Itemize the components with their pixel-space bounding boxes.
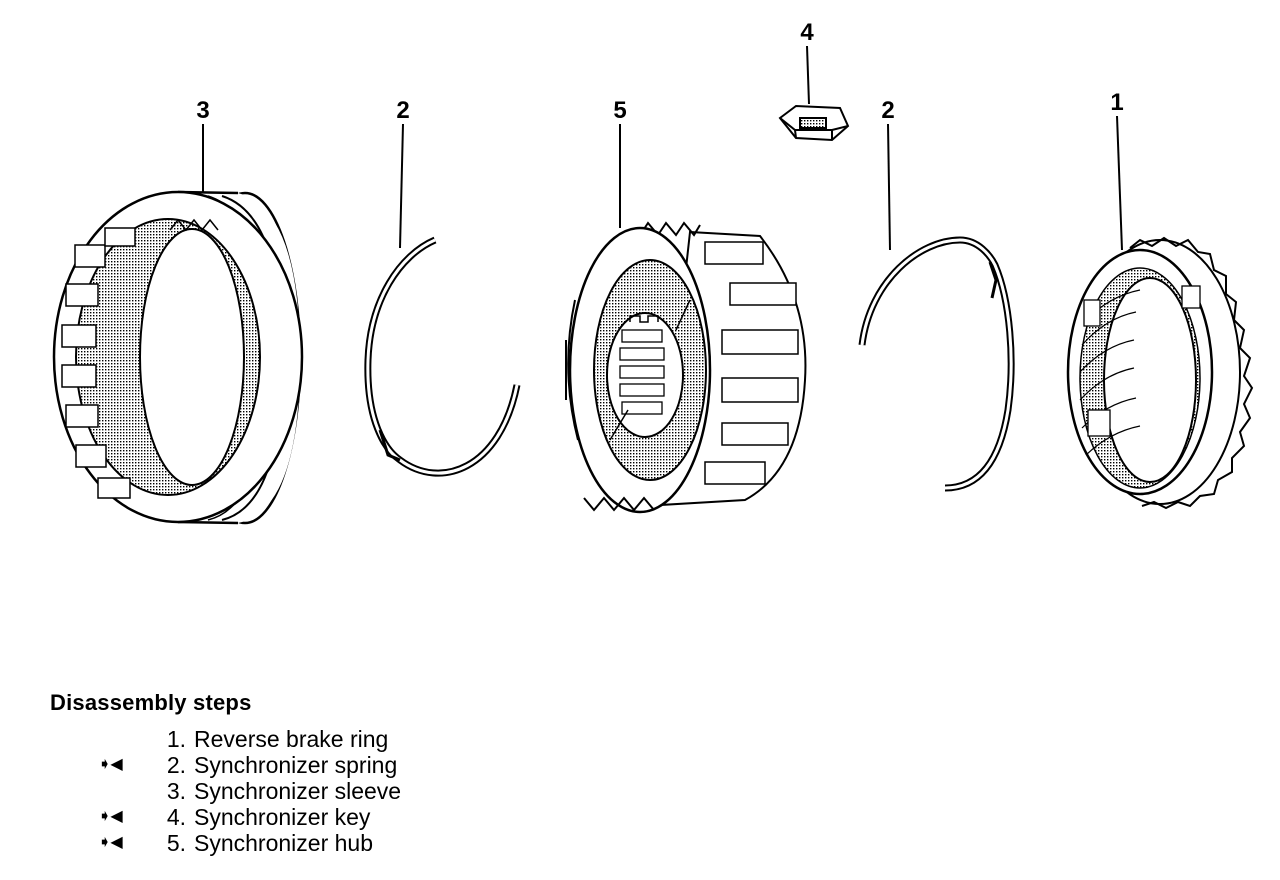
step-label: Reverse brake ring bbox=[194, 726, 389, 752]
step-label: Synchronizer hub bbox=[194, 830, 373, 856]
callout-brake-ring: 1 bbox=[1110, 89, 1123, 116]
callout-hub: 5 bbox=[613, 97, 626, 124]
synchronizer-spring-right bbox=[858, 236, 1015, 492]
arrow-marker-icon: ➧◀ bbox=[98, 808, 123, 825]
synchronizer-hub bbox=[565, 221, 807, 514]
step-number: 1. bbox=[166, 726, 186, 752]
list-item: 3. Synchronizer sleeve bbox=[50, 778, 401, 804]
legend-title: Disassembly steps bbox=[50, 690, 252, 715]
step-label: Synchronizer sleeve bbox=[194, 778, 402, 804]
callout-sleeve: 3 bbox=[196, 97, 209, 124]
synchronizer-spring-left bbox=[364, 236, 521, 477]
callout-key: 4 bbox=[800, 19, 814, 46]
step-number: 4. bbox=[166, 804, 186, 830]
step-number: 3. bbox=[166, 778, 186, 804]
list-item: ➧◀ 4. Synchronizer key bbox=[50, 804, 401, 830]
step-label: Synchronizer key bbox=[194, 804, 371, 830]
arrow-marker-icon: ➧◀ bbox=[98, 756, 123, 773]
synchronizer-sleeve bbox=[52, 190, 304, 525]
synchronizer-key bbox=[778, 104, 850, 142]
step-list: 1. Reverse brake ring ➧◀ 2. Synchronizer… bbox=[50, 726, 401, 856]
step-number: 2. bbox=[166, 752, 186, 778]
list-item: 1. Reverse brake ring bbox=[50, 726, 401, 752]
legend: Disassembly steps 1. Reverse brake ring … bbox=[50, 690, 401, 856]
step-number: 5. bbox=[166, 830, 186, 856]
reverse-brake-ring bbox=[1066, 236, 1254, 510]
arrow-marker-icon: ➧◀ bbox=[98, 834, 123, 851]
callout-spring-right: 2 bbox=[881, 97, 894, 124]
callout-spring-left: 2 bbox=[396, 97, 409, 124]
exploded-view-diagram: 3 2 5 4 2 1 bbox=[52, 19, 1254, 525]
list-item: ➧◀ 5. Synchronizer hub bbox=[50, 830, 401, 856]
step-label: Synchronizer spring bbox=[194, 752, 398, 778]
leader-lines bbox=[202, 45, 1123, 251]
list-item: ➧◀ 2. Synchronizer spring bbox=[50, 752, 401, 778]
